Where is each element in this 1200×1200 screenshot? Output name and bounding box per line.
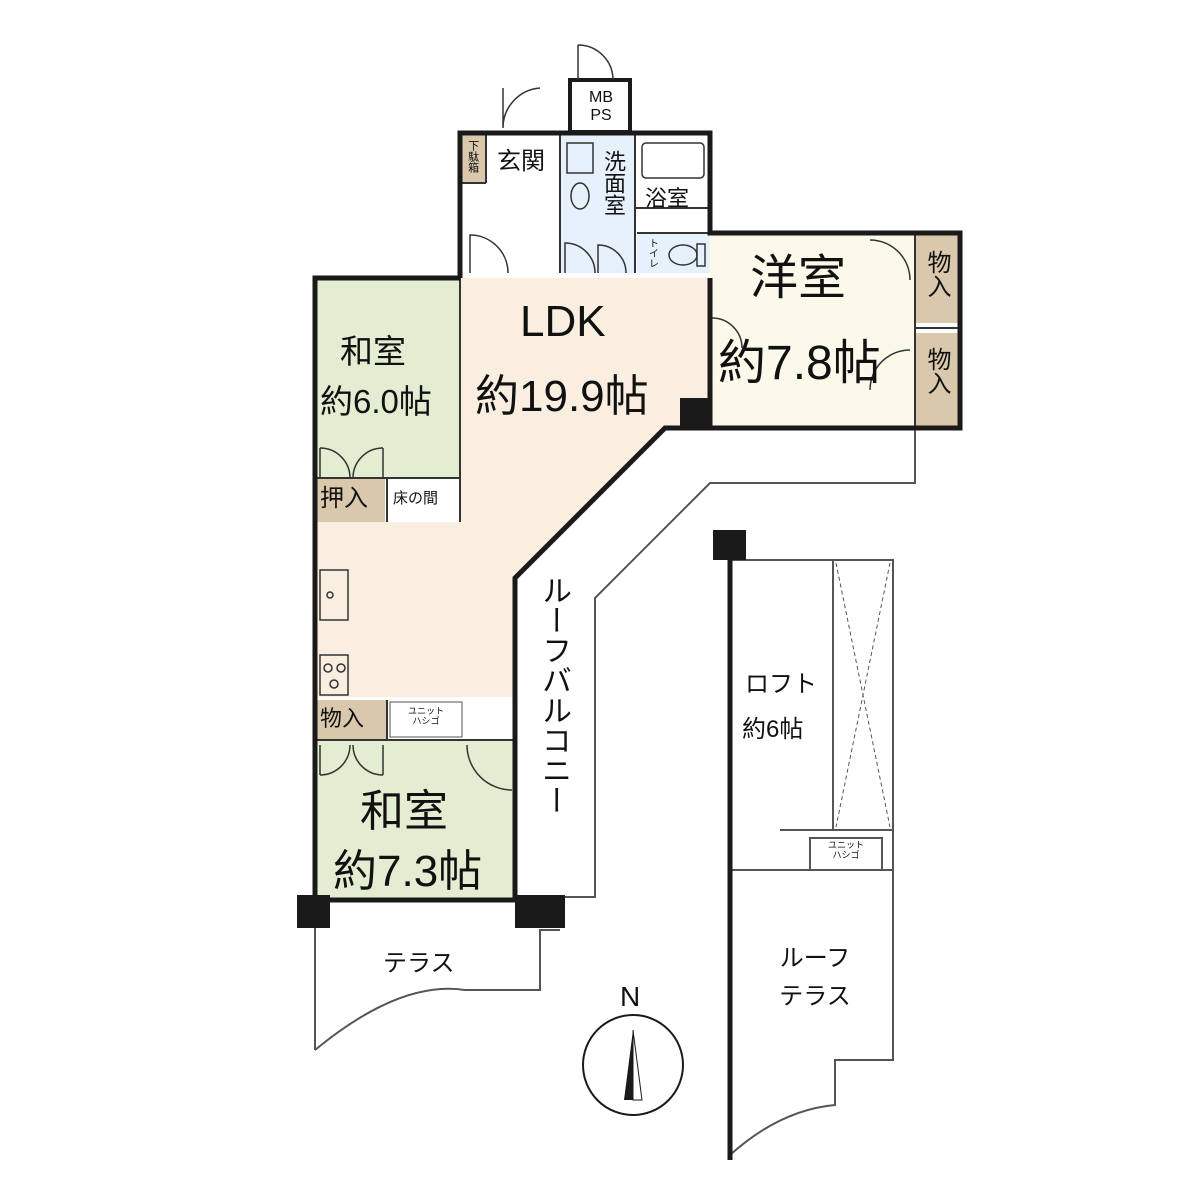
monoire-south-floor: [315, 700, 387, 740]
yoshitsu-floor: [710, 233, 915, 428]
toilet-floor: [637, 233, 710, 273]
monoire-east-2: [915, 333, 960, 428]
ladder-south-floor: [389, 701, 463, 738]
north-arrow-icon: [624, 1029, 643, 1101]
ldk-floor: [315, 278, 710, 697]
washitsu-south-floor: [315, 740, 515, 900]
monoire-east-1: [915, 233, 960, 323]
tokonoma-floor: [388, 478, 460, 522]
washitsu-north-floor: [315, 278, 460, 478]
getabako-floor: [460, 133, 486, 183]
oshiire-floor: [315, 478, 385, 522]
